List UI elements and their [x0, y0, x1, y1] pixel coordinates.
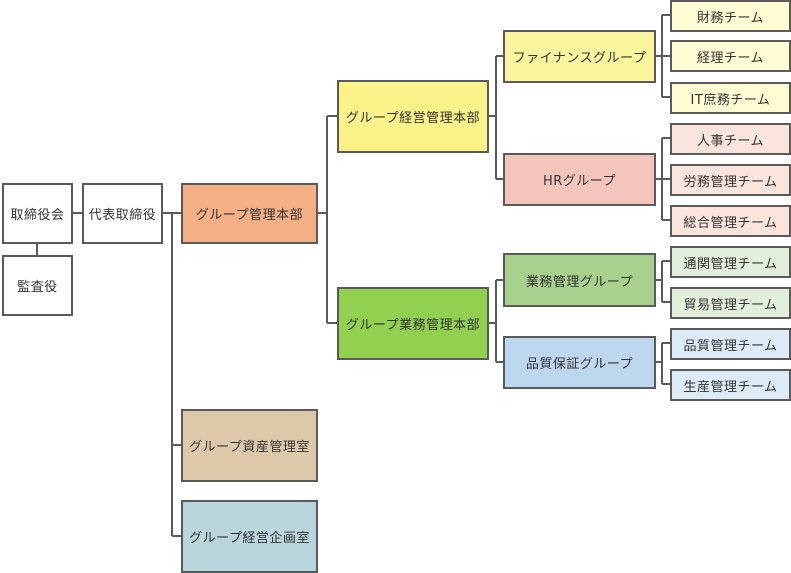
- team-box: IT庶務チーム: [670, 82, 791, 114]
- hr-group-box: HRグループ: [503, 153, 656, 206]
- group-strategy-hq-box: グループ経営管理本部: [337, 80, 489, 153]
- team-box: 貿易管理チーム: [670, 287, 791, 319]
- team-box: 通関管理チーム: [670, 246, 791, 278]
- group-mgmt-hq-box: グループ管理本部: [181, 183, 318, 244]
- team-box: 労務管理チーム: [670, 164, 791, 196]
- board-of-directors-box: 取締役会: [2, 183, 73, 244]
- team-box: 生産管理チーム: [670, 369, 791, 401]
- team-box: 経理チーム: [670, 40, 791, 72]
- asset-office-box: グループ資産管理室: [181, 409, 318, 482]
- team-box: 財務チーム: [670, 0, 791, 32]
- ceo-box: 代表取締役: [82, 183, 163, 244]
- auditor-box: 監査役: [2, 255, 73, 316]
- group-ops-hq-box: グループ業務管理本部: [337, 287, 489, 360]
- ops-group-box: 業務管理グループ: [503, 253, 656, 307]
- finance-group-box: ファイナンスグループ: [503, 30, 656, 83]
- quality-group-box: 品質保証グループ: [503, 336, 656, 389]
- team-box: 品質管理チーム: [670, 328, 791, 360]
- team-box: 人事チーム: [670, 123, 791, 155]
- team-box: 総合管理チーム: [670, 205, 791, 237]
- planning-office-box: グループ経営企画室: [181, 500, 318, 573]
